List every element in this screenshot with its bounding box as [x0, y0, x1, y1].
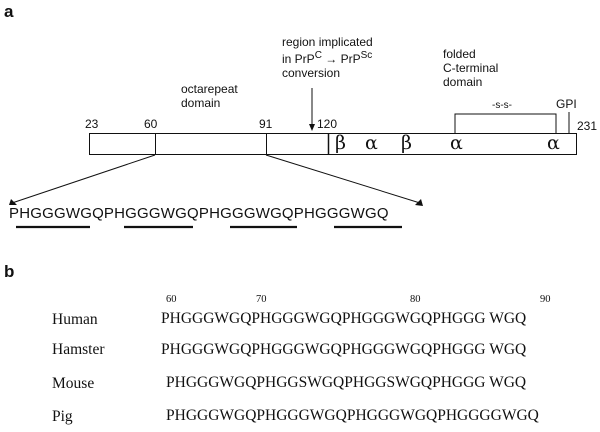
- species-name-hamster: Hamster: [52, 341, 105, 358]
- expansion-arrowhead-left: [9, 199, 17, 205]
- octarepeat-domain-label: octarepeat domain: [181, 82, 238, 110]
- sequence-human: PHGGGWGQPHGGGWGQPHGGGWGQPHGGG WGQ: [161, 310, 527, 327]
- expansion-line-right: [265, 154, 421, 204]
- gpi-label: GPI: [556, 97, 577, 111]
- position-91: 91: [259, 117, 273, 131]
- folded-domain-label: folded C-terminal domain: [443, 47, 498, 89]
- region-label-sup-c: C: [314, 50, 322, 61]
- region-label-sup-sc: Sc: [360, 50, 373, 61]
- tick-80: 80: [410, 294, 421, 305]
- disulfide-bracket: [454, 113, 557, 133]
- species-name-mouse: Mouse: [52, 375, 95, 392]
- domain-diagram: [9, 88, 577, 229]
- expansion-arrowhead-right: [415, 199, 423, 206]
- alpha-helix-3: α: [547, 132, 560, 154]
- position-120: 120: [317, 117, 338, 131]
- sequence-mouse: PHGGGWGQPHGGSWGQPHGGSWGQPHGGG WGQ: [166, 374, 527, 391]
- beta-strand-2: β: [401, 132, 412, 154]
- octarepeat-label-line-1: octarepeat: [181, 82, 238, 96]
- disulfide-label: -s-s-: [492, 100, 512, 111]
- panel-b-label: b: [4, 262, 15, 281]
- protein-bar: [89, 133, 577, 155]
- region-implicated-label: region implicated in PrPC → PrPSc conver…: [282, 35, 373, 80]
- region-pointer-arrowhead: [309, 124, 315, 131]
- position-23: 23: [85, 117, 99, 131]
- region-label-prefix: in PrP: [282, 52, 315, 66]
- alpha-helix-1: α: [365, 132, 378, 154]
- folded-label-line-1: folded: [443, 47, 476, 61]
- sequence-pig: PHGGGWGQPHGGGWGQPHGGGWGQPHGGGGWGQ: [166, 407, 539, 424]
- region-label-line-1: region implicated: [282, 35, 373, 49]
- species-name-pig: Pig: [52, 408, 73, 425]
- region-label-line-3: conversion: [282, 66, 341, 80]
- position-60: 60: [144, 117, 158, 131]
- folded-label-line-2: C-terminal: [443, 61, 499, 75]
- tick-90: 90: [540, 294, 551, 305]
- octarepeat-sequence: PHGGGWGQPHGGGWGQPHGGGWGQPHGGGWGQ: [9, 205, 389, 222]
- species-name-human: Human: [52, 311, 98, 328]
- position-231: 231: [577, 119, 598, 133]
- octarepeat-label-line-2: domain: [181, 96, 221, 110]
- region-label-line-2: in PrPC → PrPSc: [282, 49, 373, 66]
- expansion-line-left: [11, 154, 156, 204]
- alpha-helix-2: α: [450, 132, 463, 154]
- sequence-hamster: PHGGGWGQPHGGGWGQPHGGGWGQPHGGG WGQ: [161, 341, 527, 358]
- panel-a-label: a: [4, 2, 14, 21]
- tick-70: 70: [256, 294, 267, 305]
- tick-60: 60: [166, 294, 177, 305]
- region-label-arrow: → PrP: [321, 52, 361, 66]
- folded-label-line-3: domain: [443, 75, 483, 89]
- beta-strand-1: β: [335, 132, 346, 154]
